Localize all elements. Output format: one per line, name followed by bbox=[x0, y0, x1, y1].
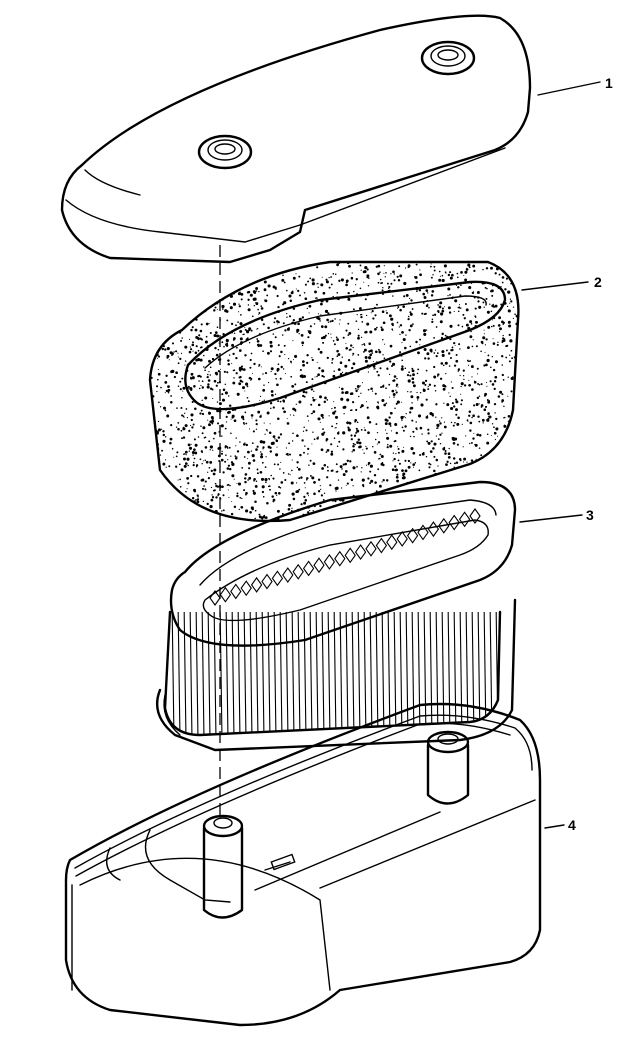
callout-number: 1 bbox=[605, 75, 613, 91]
base-post-front bbox=[202, 814, 244, 919]
callout-number: 2 bbox=[594, 274, 602, 290]
filter-pleats bbox=[171, 612, 499, 735]
callout-3: 3 bbox=[519, 507, 594, 523]
paper-filter-element bbox=[155, 480, 517, 752]
foam-pre-filter bbox=[148, 260, 520, 523]
callout-2: 2 bbox=[521, 274, 602, 291]
callout-1: 1 bbox=[537, 75, 613, 96]
air-cleaner-cover bbox=[60, 14, 532, 264]
callout-4: 4 bbox=[544, 817, 576, 833]
callout-number: 4 bbox=[568, 817, 576, 833]
callout-number: 3 bbox=[586, 507, 594, 523]
cover-grommet-front bbox=[197, 134, 253, 170]
air-cleaner-base bbox=[64, 702, 542, 1027]
cover-grommet-rear bbox=[420, 40, 476, 76]
base-post-rear bbox=[426, 730, 470, 805]
inner-screen-mesh bbox=[209, 508, 481, 606]
